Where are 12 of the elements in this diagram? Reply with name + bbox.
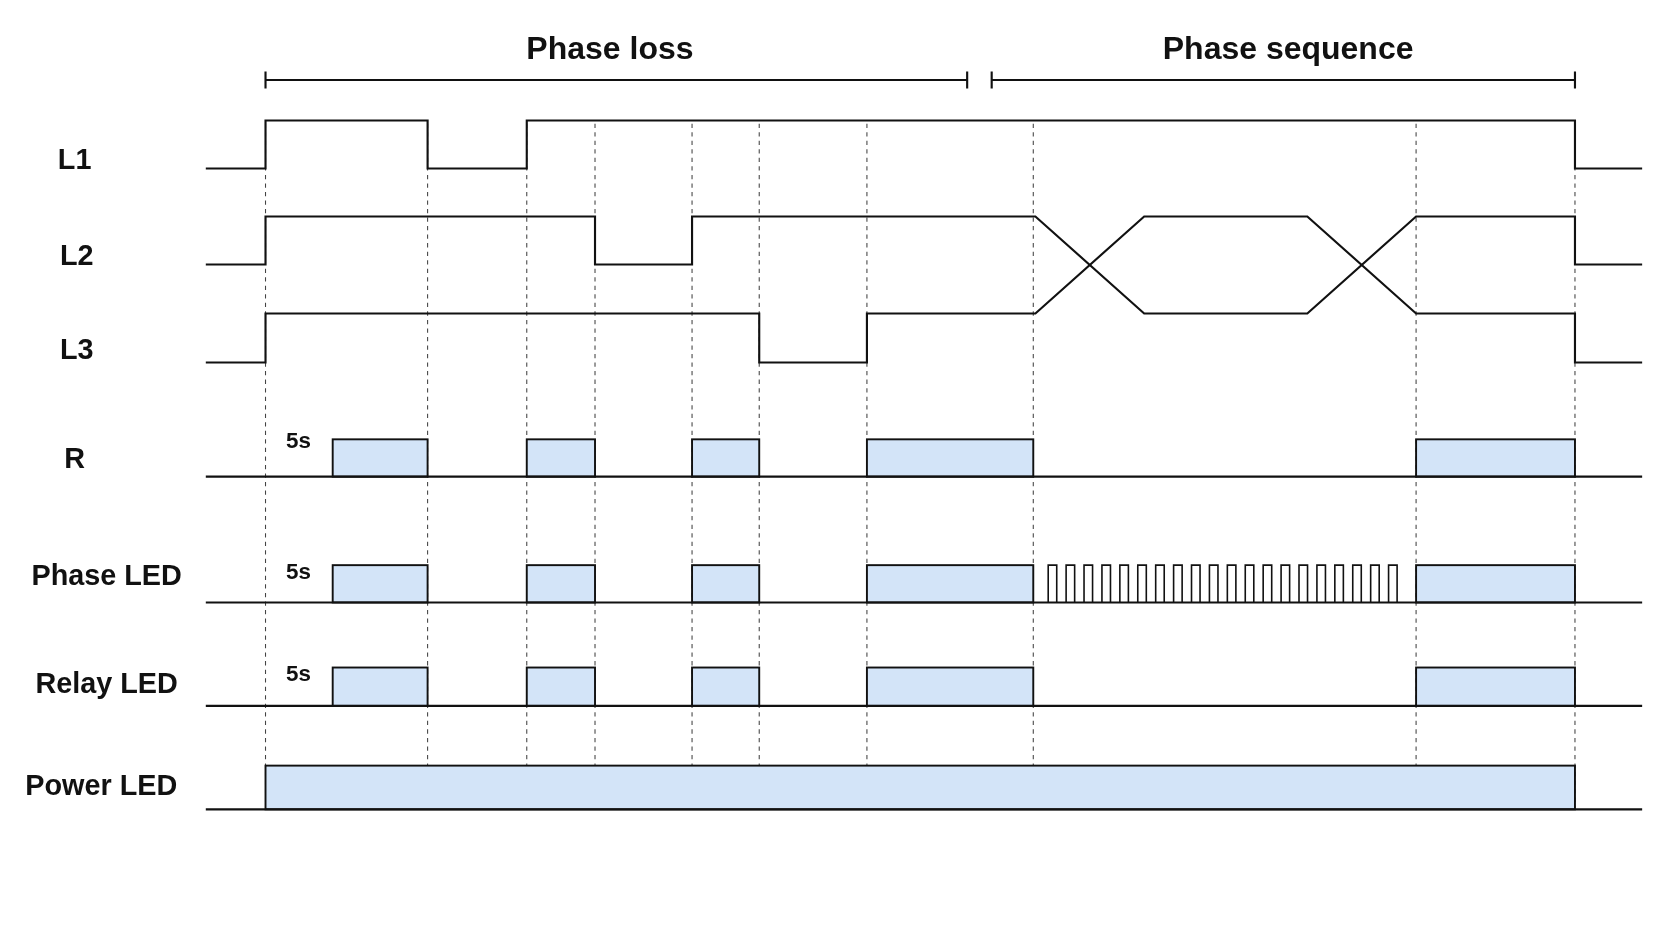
signal-label: L2	[59, 239, 94, 273]
interval-title: Phase loss	[526, 29, 694, 67]
signal-label: L1	[57, 143, 92, 177]
delay-label: 5s	[286, 661, 312, 687]
signal-label: Phase LED	[31, 559, 182, 593]
signal-label: Power LED	[25, 769, 178, 803]
signal-label: R	[64, 442, 86, 476]
signal-label: Relay LED	[35, 667, 178, 701]
delay-label: 5s	[286, 558, 312, 585]
delay-label: 5s	[286, 427, 312, 454]
interval-title: Phase sequence	[1162, 29, 1414, 67]
signal-label: L3	[59, 333, 94, 367]
